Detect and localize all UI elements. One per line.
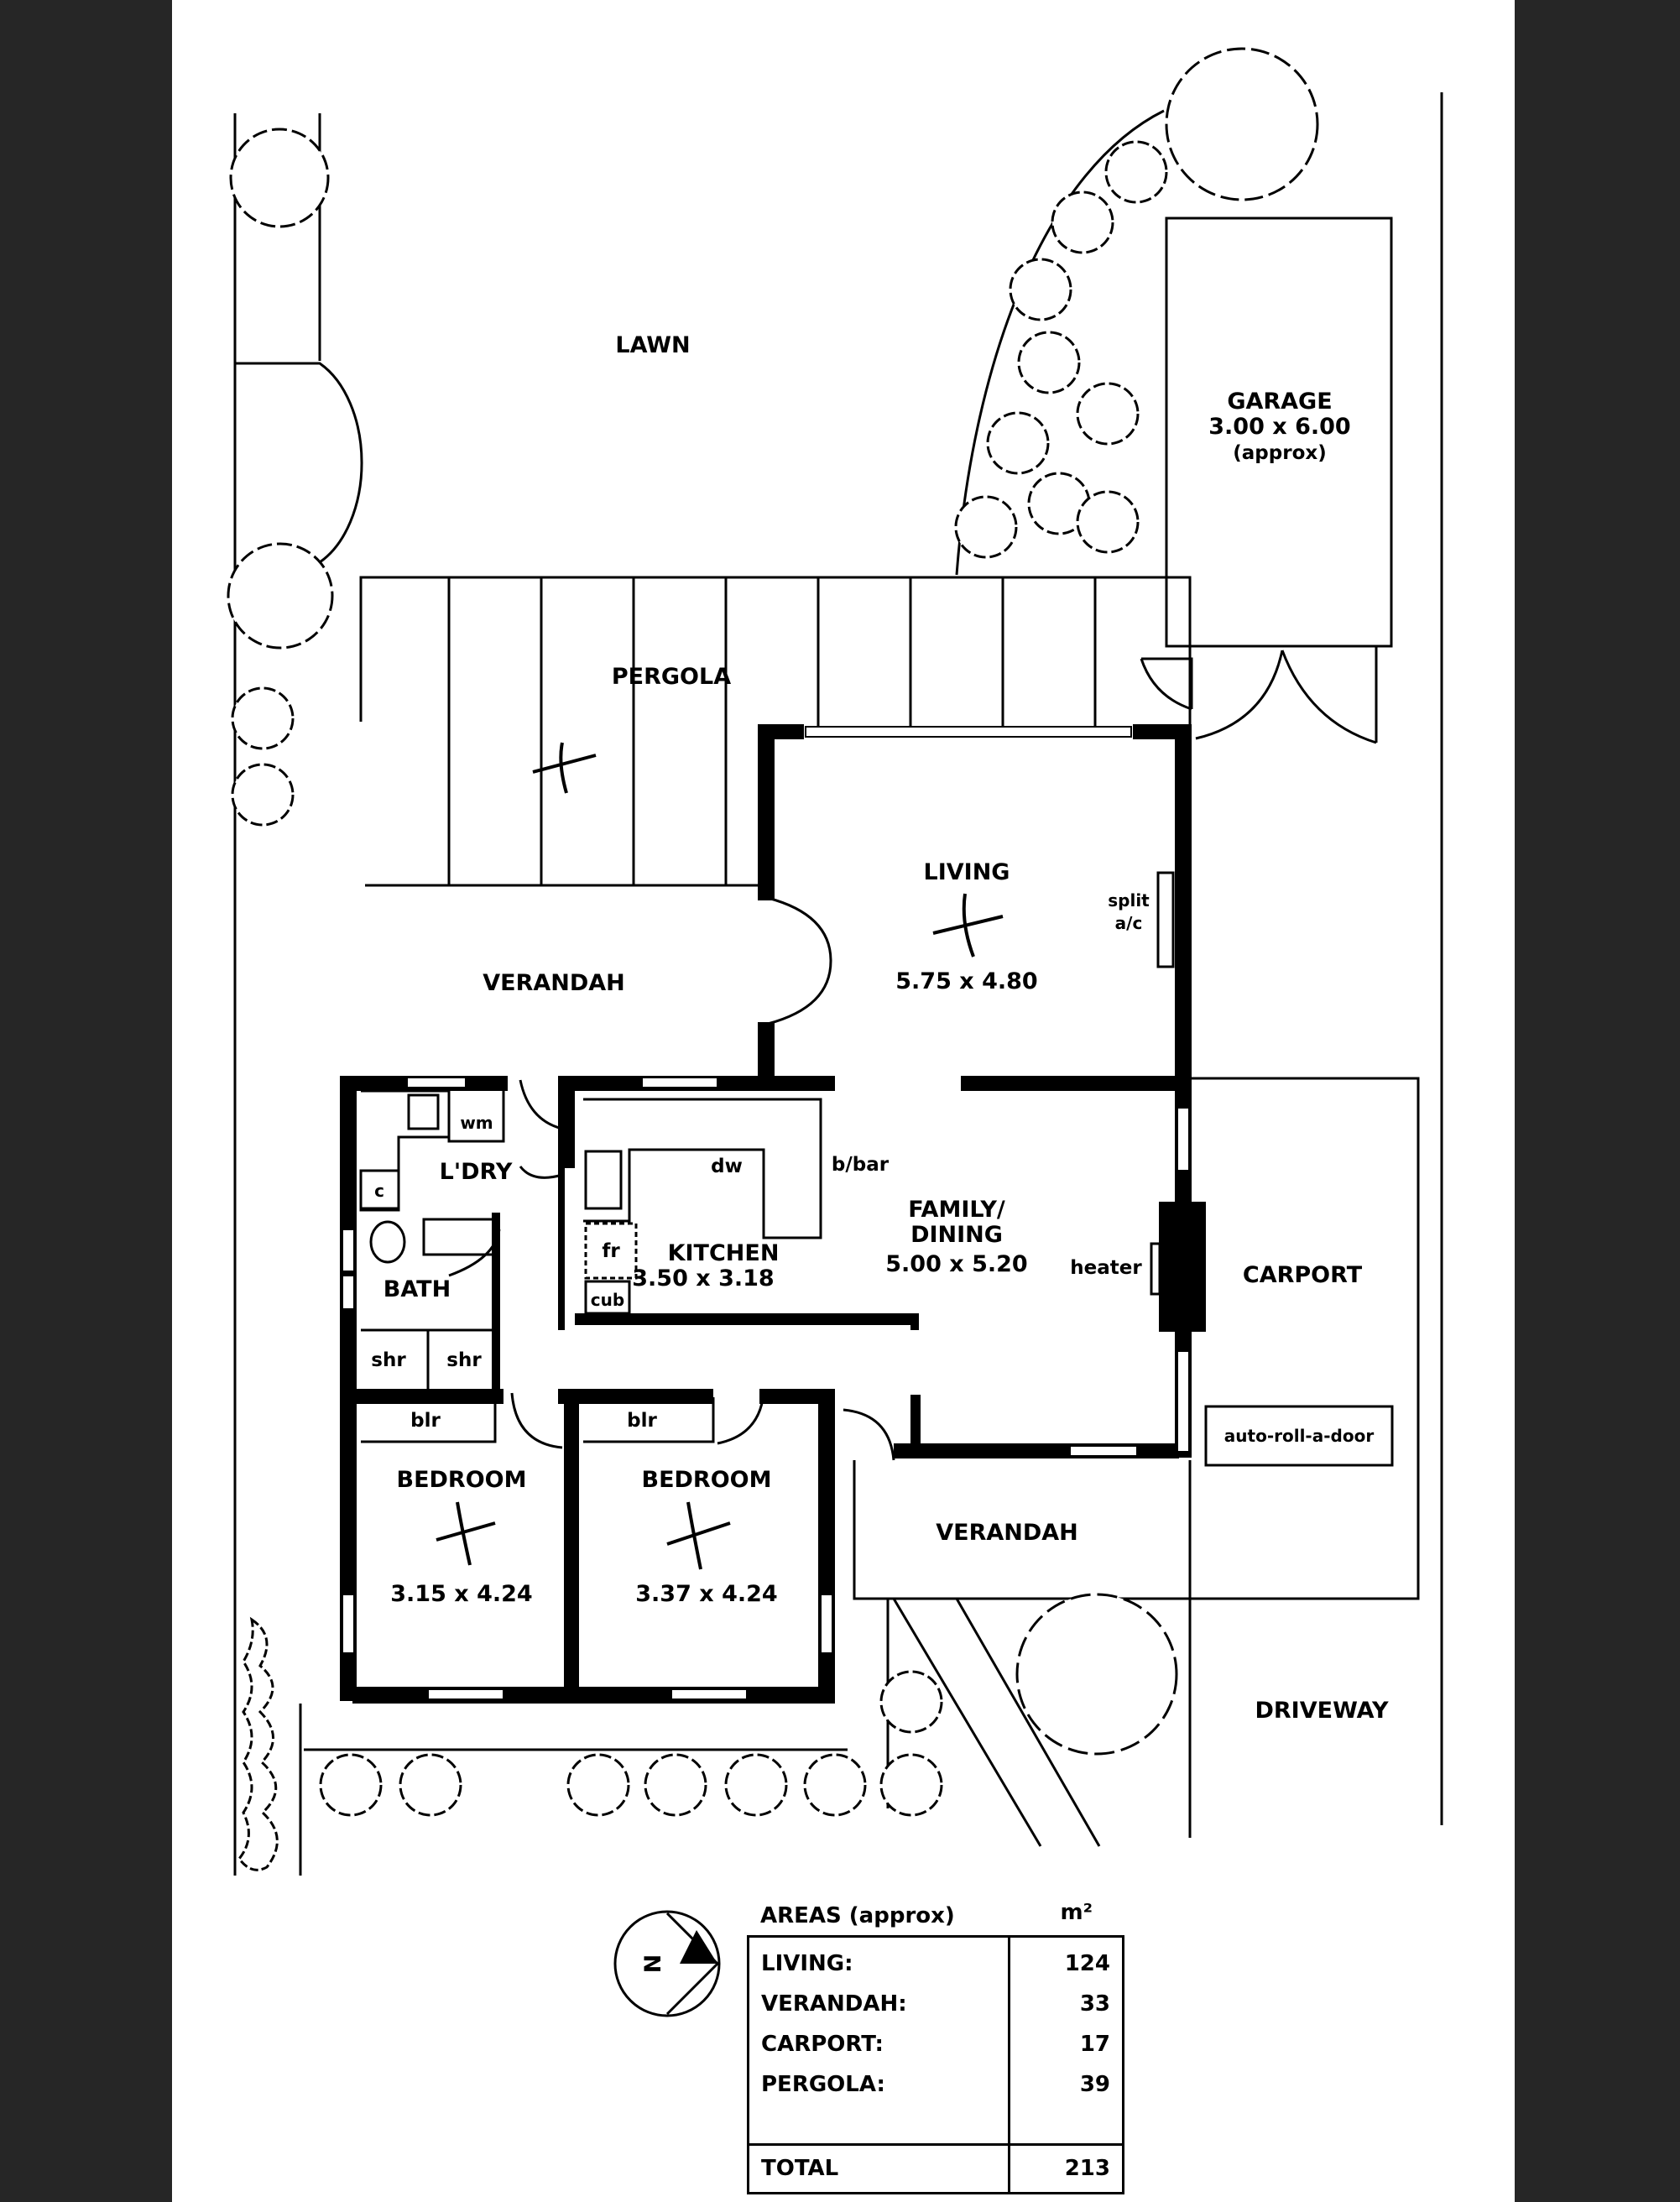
family-label-2: DINING	[910, 1222, 1003, 1248]
lawn-label: LAWN	[615, 332, 690, 358]
driveway-lines	[892, 1598, 1101, 1847]
kitchen-bench	[583, 1098, 822, 1239]
laundry-door	[519, 1079, 563, 1179]
shower-right-label: shr	[446, 1349, 482, 1371]
garage-label: GARAGE	[1227, 389, 1332, 415]
garage-side-door	[1140, 657, 1193, 711]
laundry-label: L'DRY	[440, 1159, 513, 1185]
area-row-value: 33	[1079, 1991, 1110, 2017]
garage-dimensions: 3.00 x 6.00	[1208, 414, 1350, 440]
garage-approx: (approx)	[1233, 442, 1326, 464]
fridge-label: fr	[602, 1240, 620, 1262]
area-row-label: LIVING:	[761, 1951, 853, 1976]
west-boundary	[233, 113, 321, 1876]
garage-door-arcs	[1195, 646, 1378, 744]
auto-roll-door-label: auto-roll-a-door	[1224, 1426, 1375, 1446]
fan-pergola	[532, 742, 597, 794]
ceiling-fans	[436, 742, 1004, 1570]
carport-label: CARPORT	[1243, 1262, 1363, 1288]
shower-cubicles	[361, 1328, 495, 1389]
areas-unit: m²	[1060, 1900, 1093, 1925]
shrub-w1	[231, 686, 295, 750]
bbar-label: b/bar	[832, 1154, 890, 1176]
living-double-door	[767, 896, 832, 1025]
laundry-tub	[407, 1093, 440, 1130]
cupboard-c	[359, 1169, 400, 1212]
family-dimensions: 5.00 x 5.20	[885, 1251, 1027, 1277]
fan-bedroom1	[436, 1501, 496, 1566]
pergola-rafters	[447, 577, 1097, 885]
shrubs	[227, 47, 1319, 1871]
auto-roll-door-frame	[1204, 1405, 1394, 1467]
split-ac-unit	[1156, 871, 1175, 968]
garden-path-west	[235, 362, 363, 564]
robe-1	[361, 1397, 497, 1443]
heater-label: heater	[1070, 1257, 1142, 1279]
bedroom-1-label: BEDROOM	[397, 1467, 527, 1493]
dw-label: dw	[711, 1156, 743, 1177]
bedroom2-door	[717, 1392, 765, 1445]
bath-vanity	[422, 1218, 497, 1256]
kitchen-label: KITCHEN	[668, 1240, 780, 1266]
carport-outline	[1188, 1077, 1420, 1838]
family-label-1: FAMILY/	[908, 1197, 1005, 1223]
tree-nw	[229, 128, 330, 228]
area-row-value: 124	[1064, 1951, 1110, 1976]
area-row-value: 39	[1079, 2072, 1110, 2097]
split-ac-label-2: a/c	[1115, 913, 1143, 933]
windows	[342, 726, 1190, 1700]
bath-label: BATH	[383, 1276, 451, 1302]
split-ac-label-1: split	[1108, 890, 1150, 911]
cupboard-c-label: c	[374, 1181, 384, 1201]
kitchen-dimensions: 3.50 x 3.18	[632, 1265, 774, 1291]
fan-living	[932, 893, 1004, 958]
heater-hearth	[1150, 1242, 1161, 1296]
tree-driveway	[1015, 1593, 1178, 1756]
area-row-label: VERANDAH:	[761, 1991, 907, 2017]
area-row-label: CARPORT:	[761, 2032, 884, 2057]
shrub-w2	[231, 763, 295, 827]
areas-total-value: 213	[1064, 2156, 1110, 2181]
fridge	[584, 1222, 638, 1280]
fan-bedroom2	[666, 1501, 731, 1570]
north-arrow: N	[613, 1910, 721, 2017]
bedroom-2-dimensions: 3.37 x 4.24	[635, 1581, 777, 1607]
verandah-west-label: VERANDAH	[483, 970, 625, 996]
plan-sheet	[172, 0, 1515, 2202]
north-label: N	[640, 1954, 666, 1974]
cub-label: cub	[591, 1290, 624, 1310]
hedge-sw	[237, 1616, 279, 1871]
pergola-outline	[359, 576, 1192, 738]
toilet	[369, 1220, 406, 1264]
area-row-value: 17	[1079, 2032, 1110, 2057]
robe-1-label: blr	[410, 1410, 441, 1432]
verandah-south-label: VERANDAH	[936, 1520, 1078, 1546]
garage-outline	[1165, 217, 1393, 648]
tree-ne	[1165, 47, 1319, 201]
bedroom-2-label: BEDROOM	[642, 1467, 772, 1493]
bedroom1-door	[510, 1392, 563, 1449]
living-dimensions: 5.75 x 4.80	[895, 968, 1037, 994]
areas-table-html: AREAS (approx) m² LIVING: 124 VERANDAH: 33…	[747, 1895, 1124, 2194]
area-row-label: PERGOLA:	[761, 2072, 885, 2097]
areas-title: AREAS (approx)	[760, 1903, 955, 1928]
areas-total-label: TOTAL	[761, 2156, 839, 2181]
pergola-label: PERGOLA	[612, 664, 731, 690]
wm-label: wm	[460, 1113, 493, 1133]
shower-left-label: shr	[371, 1349, 406, 1371]
hall-door	[843, 1408, 895, 1461]
robe-2	[583, 1397, 715, 1443]
tree-w-mid	[227, 542, 334, 650]
bedroom-1-dimensions: 3.15 x 4.24	[390, 1581, 532, 1607]
robe-2-label: blr	[627, 1410, 657, 1432]
kitchen-cooktop	[584, 1150, 623, 1210]
living-label: LIVING	[924, 859, 1010, 885]
driveway-label: DRIVEWAY	[1255, 1698, 1388, 1724]
